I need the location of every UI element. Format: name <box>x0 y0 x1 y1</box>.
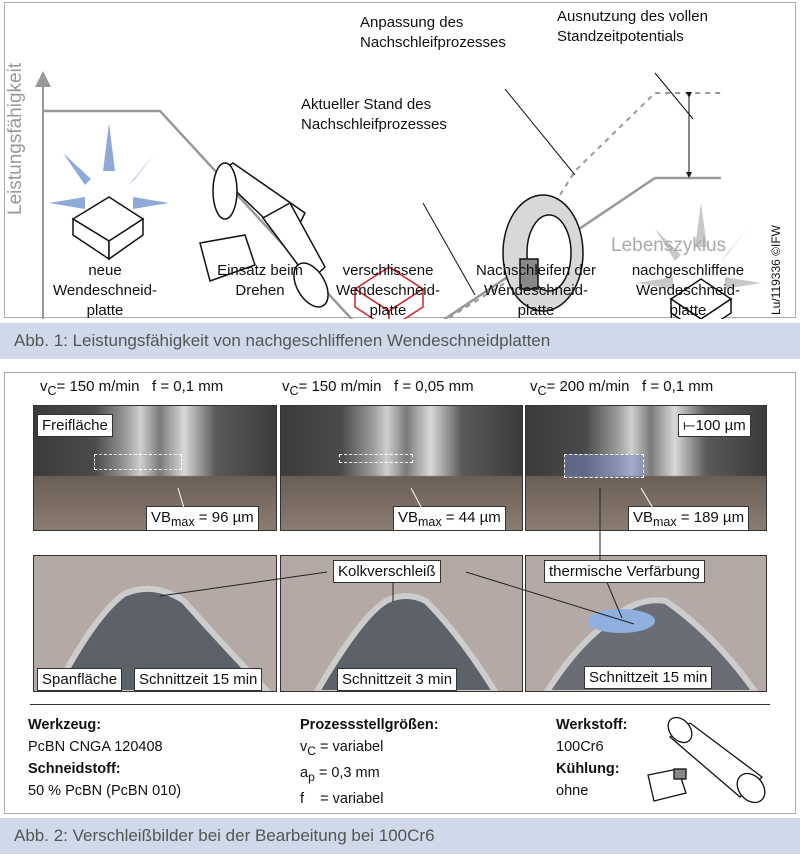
material-info: Werkstoff:100Cr6 Kühlung:ohne <box>556 717 628 799</box>
divider <box>30 704 770 705</box>
lifecycle-diagram <box>35 71 761 319</box>
vb-label: VBmax = 44 µm <box>393 506 506 530</box>
figure-2-caption: Abb. 2: Verschleißbilder bei der Bearbei… <box>0 818 800 854</box>
figure-1-caption: Abb. 1: Leistungsfähigkeit von nachgesch… <box>0 323 800 359</box>
turning-icon <box>199 162 329 308</box>
worn-insert-icon <box>353 266 425 319</box>
grinding-wheel-icon <box>502 194 584 312</box>
x-axis-label: Lebenszyklus <box>611 235 727 256</box>
scale-bar: ⟝100 µm <box>678 414 751 437</box>
kolk-label: Kolkverschleiß <box>333 560 441 583</box>
flank-photo: VBmax = 44 µm <box>280 405 523 531</box>
time-label: Schnittzeit 15 min <box>584 666 713 689</box>
params-col-3: vC= 200 m/min f = 0,1 mm <box>530 378 714 398</box>
flank-photo: Freifläche VBmax = 96 µm <box>33 405 277 531</box>
turning-setup-icon <box>647 716 766 804</box>
figure-1: Leistungsfähigkeit Lebenszyklus Anpassun… <box>4 2 796 319</box>
flank-photo: ⟝100 µm VBmax = 189 µm <box>525 405 767 531</box>
potential-curve <box>445 92 721 319</box>
params-col-1: vC= 150 m/min f = 0,1 mm <box>40 378 224 398</box>
thermal-label: thermische Verfärbung <box>544 560 705 583</box>
tool-info: Werkzeug:PcBN CNGA 120408 Schneidstoff:5… <box>28 717 182 799</box>
reground-insert-icon <box>637 203 761 319</box>
process-info: Prozessstellgrößen: vC = variabel ap = 0… <box>300 717 439 807</box>
time-label: Schnittzeit 3 min <box>337 668 458 691</box>
spanflaeche-label: Spanfläche <box>37 668 123 691</box>
freiflaeche-label: Freifläche <box>37 414 113 437</box>
y-axis-label: Leistungsfähigkeit <box>5 62 26 215</box>
params-col-2: vC= 150 m/min f = 0,05 mm <box>282 378 474 398</box>
vb-label: VBmax = 96 µm <box>146 506 259 530</box>
time-label: Schnittzeit 15 min <box>134 668 263 691</box>
credit: Lu/119336 ©IFW <box>769 225 783 315</box>
vb-label: VBmax = 189 µm <box>628 506 750 530</box>
new-insert-icon <box>49 123 169 261</box>
rake-photo: Spanfläche Schnittzeit 15 min <box>33 555 277 692</box>
performance-curve <box>43 109 721 319</box>
